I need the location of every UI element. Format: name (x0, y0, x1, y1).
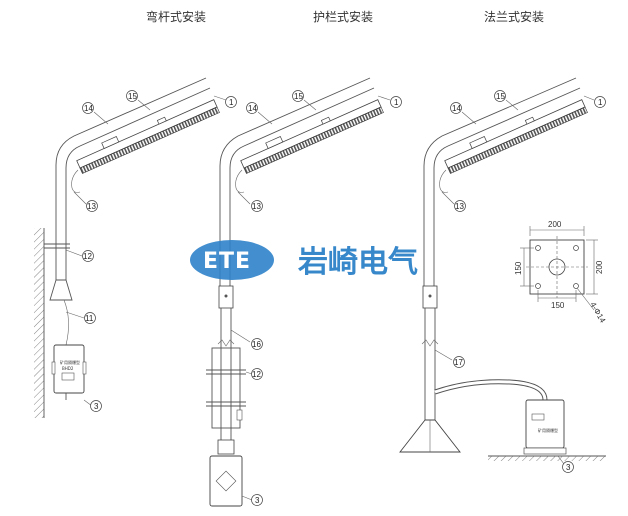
callout-3: 3 (241, 494, 263, 506)
svg-text:14: 14 (84, 104, 93, 113)
dim-hole-spacing-x: 150 (551, 301, 565, 310)
svg-text:16: 16 (252, 340, 261, 349)
junction-box (525, 399, 565, 449)
svg-text:17: 17 (454, 358, 463, 367)
callout-11: 11 (65, 311, 96, 324)
callout-1: 1 (583, 95, 606, 108)
brand-name: 岩崎电气 (298, 245, 418, 280)
svg-text:13: 13 (87, 202, 96, 211)
svg-text:1: 1 (229, 98, 234, 107)
callout-16: 16 (230, 329, 263, 350)
svg-text:3: 3 (566, 463, 571, 472)
svg-text:1: 1 (598, 98, 603, 107)
callout-12: 12 (245, 368, 263, 380)
lamp-fixture (240, 99, 384, 174)
callout-3: 3 (557, 455, 574, 473)
guardrail-post (211, 347, 241, 429)
svg-text:3: 3 (255, 496, 260, 505)
callout-14: 14 (450, 102, 477, 125)
callout-14: 14 (246, 102, 273, 125)
guardrail-pole (219, 77, 371, 286)
svg-text:14: 14 (248, 104, 257, 113)
svg-text:12: 12 (252, 370, 261, 379)
svg-text:1: 1 (394, 98, 399, 107)
title-bent-pole: 弯杆式安装 (146, 10, 207, 24)
box-label-line1: 矿用隔爆型 (538, 427, 558, 433)
callout-15: 15 (292, 90, 317, 111)
svg-text:13: 13 (455, 202, 464, 211)
flange-pole (423, 77, 577, 286)
svg-text:11: 11 (85, 314, 94, 323)
callout-3: 3 (83, 399, 102, 412)
dim-width: 200 (548, 220, 562, 229)
callout-15: 15 (126, 90, 151, 111)
ete-logo-badge (190, 240, 274, 280)
flange-plate-drawing: 200 150 150 200 4-Φ14 (514, 220, 608, 325)
callout-12: 12 (65, 249, 94, 262)
svg-text:14: 14 (452, 104, 461, 113)
svg-text:13: 13 (252, 202, 261, 211)
callout-1: 1 (213, 95, 237, 108)
dim-height: 200 (595, 260, 604, 274)
callout-13: 13 (237, 191, 263, 212)
dim-hole-spacing-y: 150 (514, 261, 523, 275)
callout-14: 14 (82, 102, 109, 125)
callout-15: 15 (494, 90, 519, 111)
box-label-line1: 矿用隔爆型 (60, 359, 80, 365)
svg-text:15: 15 (496, 92, 505, 101)
callout-13: 13 (441, 191, 466, 212)
svg-text:15: 15 (128, 92, 137, 101)
title-flange: 法兰式安装 (484, 10, 545, 24)
svg-text:15: 15 (294, 92, 303, 101)
guardrail-installation: 14 15 1 13 16 12 3 (206, 77, 402, 507)
callout-13: 13 (73, 191, 98, 212)
bent-pole (55, 77, 207, 280)
ete-logo-text: ETE (203, 249, 251, 274)
lamp-fixture (444, 99, 588, 174)
box-label-line2: BHD2 (62, 366, 74, 371)
callout-17: 17 (434, 349, 465, 368)
callout-1: 1 (377, 95, 402, 108)
svg-text:12: 12 (83, 252, 92, 261)
bent-pole-installation: 矿用隔爆型 BHD2 14 15 1 13 12 (34, 77, 237, 418)
lamp-fixture (76, 99, 220, 174)
dim-holes: 4-Φ14 (588, 301, 607, 325)
wall (34, 228, 44, 418)
brand-watermark: ETE 岩崎电气 (190, 240, 418, 280)
flange-installation: 矿用隔爆型 14 15 1 13 17 (399, 77, 606, 473)
title-guardrail: 护栏式安装 (313, 10, 374, 24)
svg-text:3: 3 (94, 402, 99, 411)
